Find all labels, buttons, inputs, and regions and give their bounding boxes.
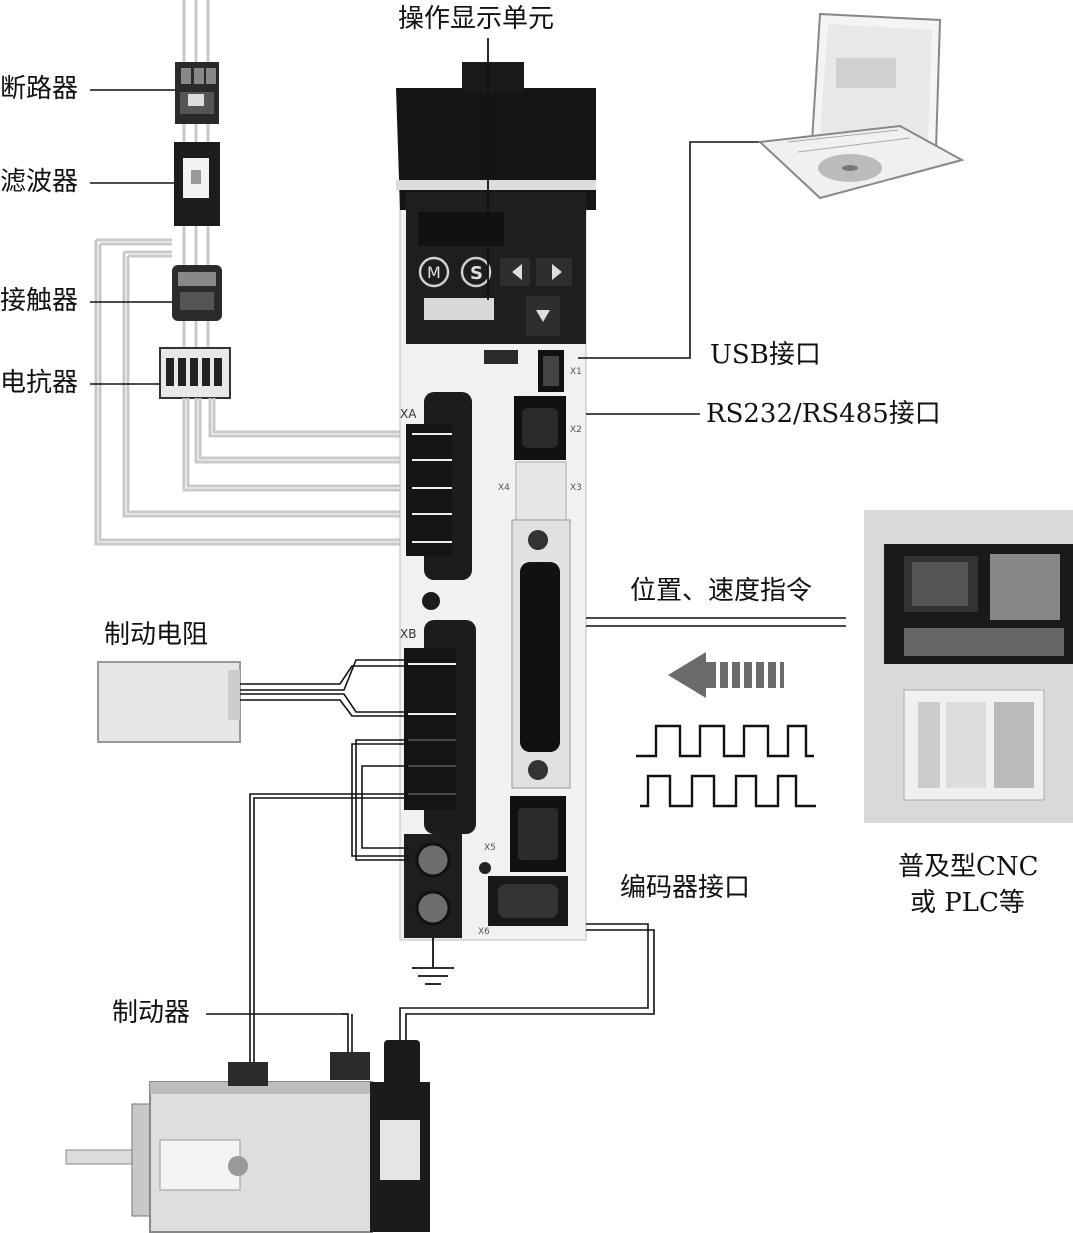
xa-pins — [412, 433, 452, 543]
x1-marking: X1 — [570, 367, 582, 377]
filter-label: 滤波器 — [0, 167, 79, 197]
m-button-marking: M — [427, 263, 441, 282]
laptop-computer — [757, 12, 965, 200]
s-button-marking: S — [470, 263, 483, 284]
rs-port-label: RS232/RS485接口 — [706, 399, 941, 429]
contactor-device — [172, 265, 222, 321]
x6-marking: X6 — [478, 927, 490, 937]
brake-cable — [342, 1013, 353, 1052]
x3-marking: X3 — [570, 483, 582, 493]
servo-drive — [396, 62, 596, 941]
brake-resistor-wires — [240, 659, 456, 717]
operation-display-label: 操作显示单元 — [398, 4, 555, 34]
contactor-label: 接触器 — [0, 286, 79, 316]
x5-marking: X5 — [484, 843, 496, 853]
reactor-device — [159, 347, 231, 399]
x4-marking: X4 — [498, 483, 510, 493]
brake-label: 制动器 — [112, 998, 191, 1028]
servo-motor — [65, 1040, 430, 1233]
command-signal-lines — [586, 617, 846, 627]
usb-leader — [578, 141, 760, 359]
reactor-label: 电抗器 — [0, 368, 79, 398]
brake-resistor-device — [97, 661, 241, 743]
usb-port-label: USB接口 — [710, 340, 821, 370]
breaker-device — [175, 62, 219, 124]
cnc-label-line1: 普及型CNC — [898, 852, 1039, 882]
cnc-label-line2: 或 PLC等 — [910, 888, 1025, 918]
left-arrow-icon — [668, 652, 784, 698]
xa-marking: XA — [400, 407, 417, 421]
filter-device — [174, 142, 220, 226]
left-leader-lines — [90, 89, 175, 385]
encoder-port-label: 编码器接口 — [620, 873, 751, 903]
xb-to-motor-wires — [249, 739, 456, 1062]
pulse-waveform-bottom — [640, 774, 816, 808]
cnc-plc-panel — [864, 510, 1073, 823]
reactor-to-xa-wires — [94, 238, 418, 546]
encoder-cable — [399, 923, 655, 1042]
position-speed-command-label: 位置、速度指令 — [630, 576, 813, 606]
brake-resistor-label: 制动电阻 — [104, 620, 209, 650]
xb-marking: XB — [400, 627, 416, 641]
breaker-label: 断路器 — [0, 74, 79, 104]
ground-symbol-icon — [412, 938, 454, 985]
pulse-waveform-top — [636, 724, 814, 758]
x2-marking: X2 — [570, 425, 582, 435]
